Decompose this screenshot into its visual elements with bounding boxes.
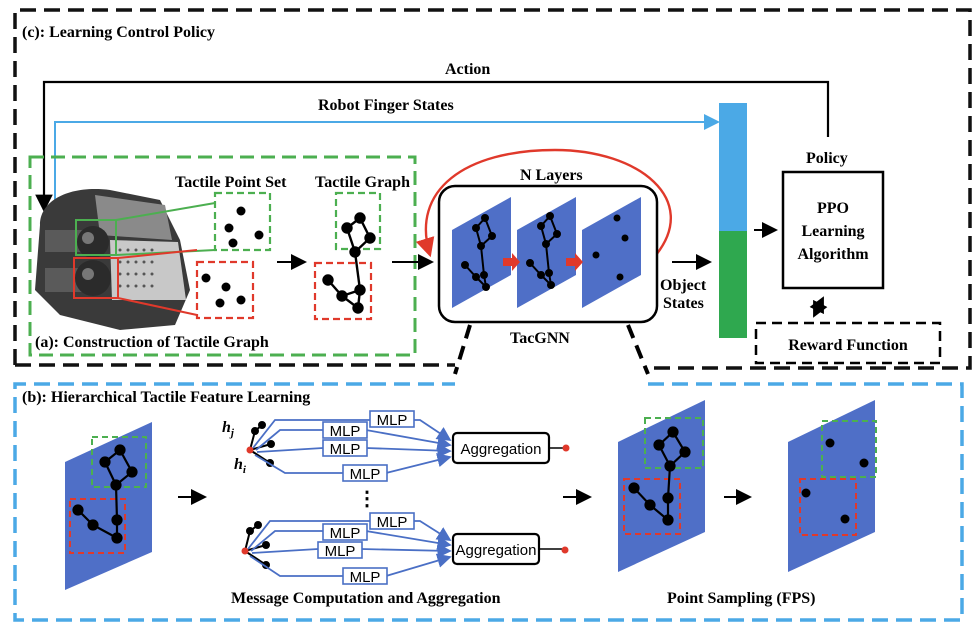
panel-c-title: (c): Learning Control Policy (22, 24, 215, 41)
state-bar-object (719, 231, 747, 338)
graph-red-box (313, 261, 373, 321)
svg-text:MLP: MLP (377, 412, 408, 429)
tactile-point-set-label: Tactile Point Set (175, 174, 287, 191)
tactile-graph (322, 212, 376, 314)
ppo-line-1: PPO (817, 200, 849, 217)
mlp-box (342, 567, 388, 585)
vertical-dots: ⋮ (357, 488, 377, 510)
finger-states-label: Robot Finger States (318, 97, 454, 114)
policy-label: Policy (806, 150, 848, 167)
n-layers-label: N Layers (520, 167, 583, 184)
mlp-box (322, 523, 368, 541)
lower-star-graph (241, 521, 270, 569)
point-set-green-box (213, 191, 272, 252)
mlp-box (342, 464, 388, 482)
svg-text:MLP: MLP (377, 514, 408, 531)
svg-text:MLP: MLP (325, 543, 356, 560)
panel-a-frame (28, 155, 417, 357)
state-bar-finger (719, 103, 747, 231)
action-arrow (35, 80, 830, 213)
hj-label: hj (222, 419, 235, 439)
ppo-line-3: Algorithm (797, 246, 869, 263)
input-graph-plane (65, 422, 152, 590)
tacgnn-zoom-right (626, 324, 650, 375)
svg-text:MLP: MLP (330, 525, 361, 542)
tacgnn-zoom-left (453, 324, 472, 375)
reward-box (754, 321, 942, 365)
mlp-box (322, 421, 368, 439)
fps-caption: Point Sampling (FPS) (667, 590, 815, 607)
policy-reward-arrow (809, 296, 828, 318)
message-caption: Message Computation and Aggregation (231, 590, 501, 607)
aggregation-output-dot-upper (562, 444, 570, 452)
svg-text:MLP: MLP (330, 441, 361, 458)
svg-text:MLP: MLP (350, 569, 381, 586)
ppo-line-2: Learning (801, 223, 864, 240)
tacgnn-label: TacGNN (510, 330, 570, 347)
n-layers-loop (415, 148, 672, 258)
object-states-label-1: Object (660, 277, 707, 294)
mlp-box (322, 439, 368, 457)
aggregation-label-upper: Aggregation (461, 441, 542, 458)
panel-a-title: (a): Construction of Tactile Graph (35, 334, 269, 351)
mlp-box (369, 410, 415, 428)
upper-mlp-boxes: MLP MLP MLP MLP (322, 410, 415, 483)
lower-mlp-boxes: MLP MLP MLP MLP (317, 512, 415, 586)
tacgnn-layer-3-points (592, 214, 629, 281)
aggregation-label-lower: Aggregation (456, 542, 537, 559)
tacgnn-layer-1-graph (461, 214, 496, 291)
hi-label: hi (234, 456, 247, 476)
tacgnn-layer-2-graph (526, 212, 561, 289)
aggregation-output-dot-lower (561, 546, 569, 554)
finger-states-arrow (54, 114, 720, 210)
robot-hand-image (35, 189, 216, 330)
object-states-label-2: States (663, 295, 704, 312)
svg-text:MLP: MLP (330, 423, 361, 440)
point-set-green-dots (224, 206, 264, 248)
mlp-box (317, 541, 363, 559)
reward-label: Reward Function (788, 337, 908, 354)
upper-star-graph (246, 421, 275, 467)
svg-text:MLP: MLP (350, 466, 381, 483)
point-set-red-dots (201, 273, 246, 308)
layer-arrow-2 (566, 253, 583, 271)
panel-b-title: (b): Hierarchical Tactile Feature Learni… (22, 389, 310, 406)
layer-arrow-1 (503, 253, 520, 271)
policy-box (781, 170, 885, 290)
point-set-red-box (195, 260, 255, 320)
tactile-graph-label: Tactile Graph (315, 174, 410, 191)
fps-graph-plane (618, 400, 705, 572)
action-label: Action (445, 61, 490, 78)
panel-c-frame (13, 8, 972, 370)
fps-sampled-plane (788, 400, 877, 572)
mlp-box (369, 512, 415, 530)
lower-message-lines (247, 520, 452, 577)
panel-b-frame (13, 382, 964, 622)
